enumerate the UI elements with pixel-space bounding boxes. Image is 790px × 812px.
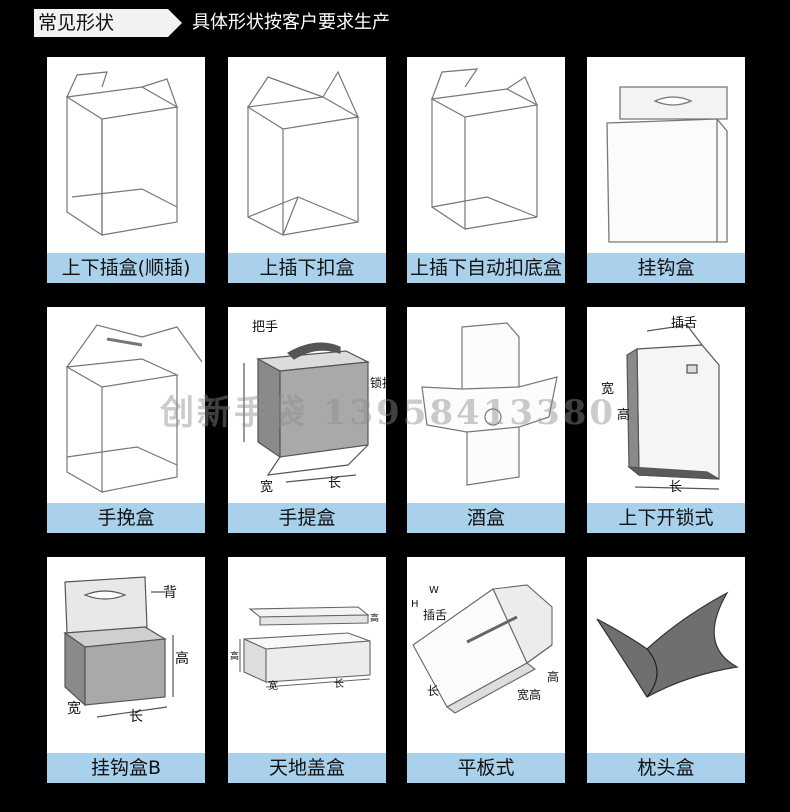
length-label: 长 [427, 684, 439, 698]
handle-label: 把手 [252, 320, 278, 335]
pillow-box-illustration [596, 591, 739, 698]
box-card-pillow: 枕头盒 [587, 557, 745, 783]
hanger-box-b-illustration: 背 高 宽 长 [63, 576, 189, 725]
box-card-handle: 把手 锁扣 宽 长 手提盒 [228, 307, 386, 533]
length-label: 长 [334, 678, 344, 690]
height-label: 高 [547, 669, 559, 684]
box-card-top-bottom-lock: 插舌 宽 高 长 上下开锁式 [587, 307, 745, 533]
hanger-box-illustration [606, 86, 728, 243]
box-label: 挂钩盒 [587, 253, 745, 283]
width-height-label: 宽高 [517, 687, 541, 702]
box-label: 上下开锁式 [587, 503, 745, 533]
section-subtitle: 具体形状按客户要求生产 [192, 12, 390, 33]
lid-height-label: 高 [370, 612, 379, 624]
base-height-label: 高 [230, 650, 239, 662]
tag-arrow-icon [168, 9, 182, 37]
hand-carry-box-illustration [65, 324, 203, 494]
box-label: 上插下自动扣底盒 [407, 253, 565, 283]
box-label: 手挽盒 [47, 503, 205, 533]
width-label: 宽 [601, 381, 614, 397]
box-label: 枕头盒 [587, 753, 745, 783]
box-label: 挂钩盒B [47, 753, 205, 783]
box-card-hand-carry: 手挽盒 [47, 307, 205, 533]
lid-base-box-illustration: 高 高 宽 长 [230, 606, 379, 692]
box-card-flat: W H 插舌 长 宽高 高 平板式 [407, 557, 565, 783]
tuck-tongue-label: 插舌 [423, 608, 447, 622]
top-bottom-lock-illustration: 插舌 宽 高 长 [601, 316, 720, 495]
w-label: W [429, 585, 439, 596]
section-tag: 常见形状 [34, 9, 168, 37]
width-label: 宽 [268, 679, 278, 692]
box-card-hanger-b: 背 高 宽 长 挂钩盒B [47, 557, 205, 783]
height-label: 高 [617, 407, 630, 423]
box-card-tuck-top-lock-bottom: 上插下扣盒 [228, 57, 386, 283]
box-label: 上插下扣盒 [228, 253, 386, 283]
back-label: 背 [163, 585, 177, 601]
box-card-wine: 酒盒 [407, 307, 565, 533]
box-label: 手提盒 [228, 503, 386, 533]
lock-label: 锁扣 [370, 375, 386, 390]
width-label: 宽 [67, 700, 81, 717]
box-label: 酒盒 [407, 503, 565, 533]
tuck-end-box-illustration [65, 71, 179, 237]
width-label: 宽 [260, 479, 273, 495]
box-label: 天地盖盒 [228, 753, 386, 783]
box-card-hanger: 挂钩盒 [587, 57, 745, 283]
box-label: 平板式 [407, 753, 565, 783]
h-label: H [411, 599, 419, 610]
length-label: 长 [669, 480, 682, 495]
length-label: 长 [328, 476, 341, 491]
box-card-auto-lock-bottom: 上插下自动扣底盒 [407, 57, 565, 283]
height-label: 高 [175, 650, 189, 667]
wine-box-illustration [421, 322, 558, 486]
auto-lock-bottom-illustration [430, 68, 539, 231]
tuck-top-lock-bottom-illustration [246, 70, 360, 236]
tuck-tongue-label: 插舌 [671, 316, 697, 331]
flat-box-illustration: W H 插舌 长 宽高 高 [411, 584, 559, 714]
length-label: 长 [129, 709, 143, 725]
box-card-tuck-end: 上下插盒(顺插) [47, 57, 205, 283]
handle-box-illustration: 把手 锁扣 宽 长 [243, 320, 386, 495]
box-label: 上下插盒(顺插) [47, 253, 205, 283]
box-card-lid-base: 高 高 宽 长 天地盖盒 [228, 557, 386, 783]
